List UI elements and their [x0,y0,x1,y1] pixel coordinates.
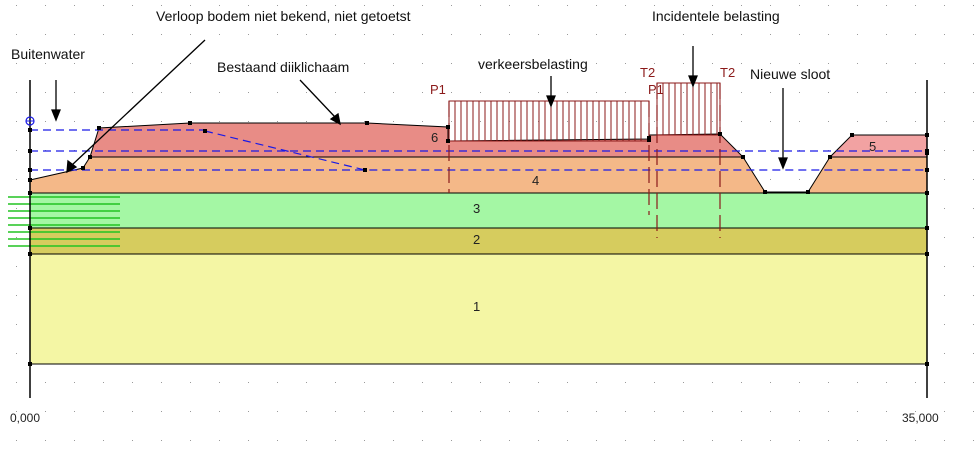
geometry-nodes[interactable] [28,121,929,366]
soil-layer-3[interactable] [29,192,928,229]
outer-water-hatch [8,196,120,247]
load-label-p1-left: P1 [430,82,446,97]
bestaand-dijklichaam-label: Bestaand diiklichaam [217,59,349,75]
load-label-t2-left: T2 [640,65,655,80]
load-label-t2-right: T2 [720,65,735,80]
layer-label-5: 5 [869,139,876,154]
verkeersbelasting-label: verkeersbelasting [478,56,588,72]
axis-label-end: 35,000 [902,411,939,425]
axis-label-start: 0,000 [10,411,40,425]
traffic-load-hatch[interactable] [448,100,650,142]
verloop-bodem-label: Verloop bodem niet bekend, niet getoetst [156,8,411,24]
load-boundary-lines [448,83,721,238]
layer-label-1: 1 [473,299,480,314]
load-label-p1-right: P1 [648,82,664,97]
layer-label-2: 2 [473,232,480,247]
layer-label-4: 4 [532,173,539,188]
incidentele-belasting-label: Incidentele belasting [652,8,780,24]
buitenwater-label: Buitenwater [11,46,85,62]
annotation-arrows [51,39,788,174]
layer-label-6: 6 [431,130,438,145]
nieuwe-sloot-label: Nieuwe sloot [750,66,830,82]
phreatic-lines [30,129,927,171]
layer-label-3: 3 [473,201,480,216]
soil-layer-1[interactable] [29,253,928,365]
